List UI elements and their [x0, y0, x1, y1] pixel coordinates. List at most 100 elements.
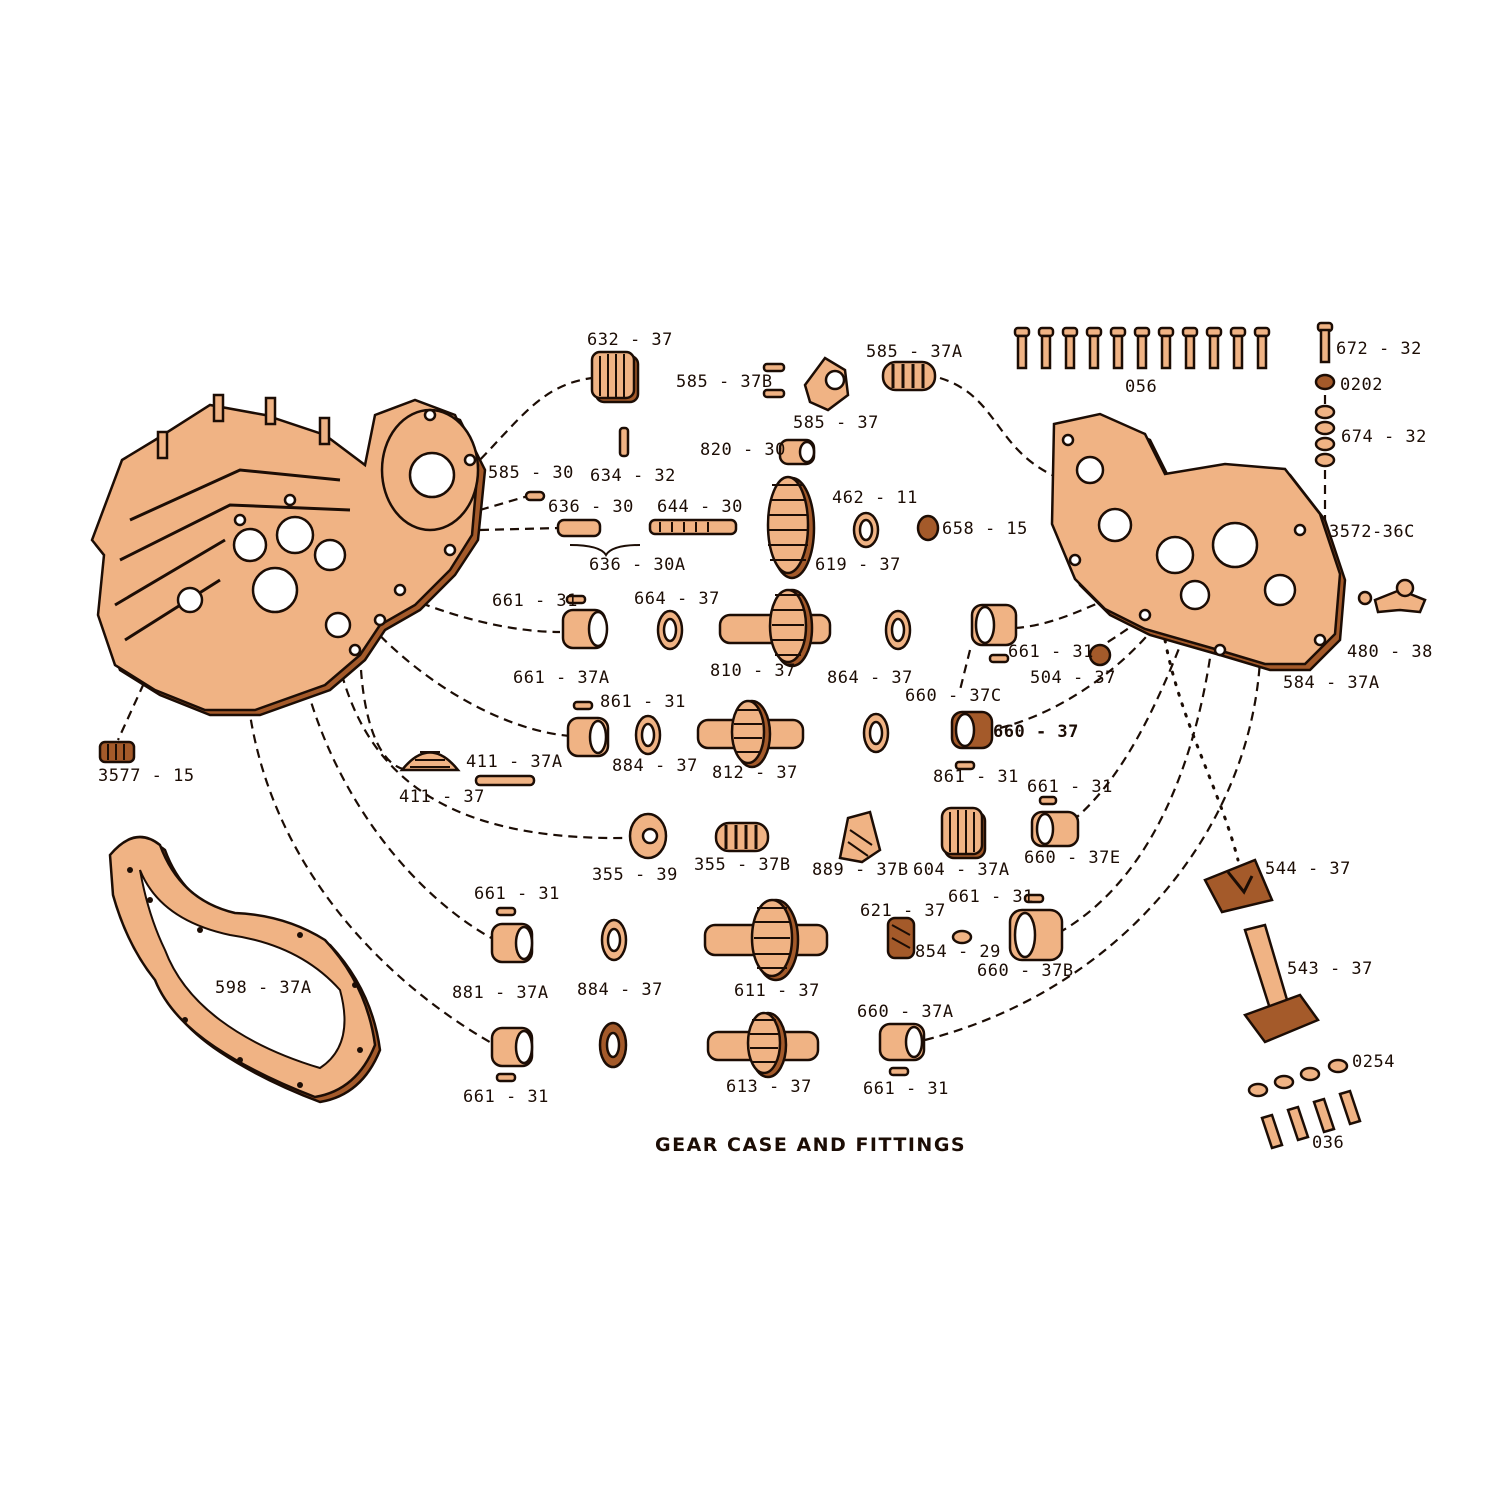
part-621-37-gear: [886, 916, 916, 960]
part-661-31-pin-c: [1038, 795, 1058, 806]
label-661-31-c: 661 - 31: [1027, 777, 1113, 797]
label-613-37: 613 - 37: [726, 1077, 812, 1097]
part-480-38-fitting: [1357, 578, 1427, 614]
label-660-37e: 660 - 37E: [1024, 848, 1121, 868]
part-658-15-nut: [916, 514, 940, 542]
label-584-37a: 584 - 37A: [1283, 673, 1380, 693]
part-585-37b-pins: [762, 362, 786, 399]
part-labels: 632 - 37 585 - 37B 585 - 37 585 - 37A 05…: [98, 330, 1433, 1153]
part-661-31-pin-d: [495, 906, 517, 917]
label-036: 036: [1312, 1133, 1344, 1153]
part-632-37-gear: [590, 350, 640, 404]
part-0254-washers: [1247, 1058, 1349, 1098]
part-636-30-shaft: [556, 518, 602, 538]
label-661-31-d: 661 - 31: [474, 884, 560, 904]
part-619-37-large-gear: [766, 475, 816, 580]
part-661-31-pin-e: [1023, 893, 1045, 904]
part-355-37b-spring: [714, 821, 770, 853]
label-644-30: 644 - 30: [657, 497, 743, 517]
part-585-30-pin: [524, 490, 546, 502]
label-632-37: 632 - 37: [587, 330, 673, 350]
label-604-37a: 604 - 37A: [913, 860, 1010, 880]
label-636-30: 636 - 30: [548, 497, 634, 517]
label-411-37a: 411 - 37A: [466, 752, 563, 772]
label-355-39: 355 - 39: [592, 865, 678, 885]
part-661-31-pin-f: [495, 1072, 517, 1083]
left-gear-case-housing: [90, 393, 487, 717]
label-411-37: 411 - 37: [399, 787, 485, 807]
part-660-37a-bushing: [878, 1022, 926, 1062]
part-604-37a-gear: [940, 806, 987, 860]
part-881-37a-bushing: [490, 922, 534, 964]
label-660-37b: 660 - 37B: [977, 961, 1074, 981]
label-504-37: 504 - 37: [1030, 668, 1116, 688]
label-881-37a: 881 - 37A: [452, 983, 549, 1003]
label-636-30a: 636 - 30A: [589, 555, 686, 575]
diagram-title: GEAR CASE AND FITTINGS: [655, 1134, 966, 1156]
part-861-31-pin-b: [954, 760, 976, 771]
part-544-37-pad: [1203, 858, 1274, 914]
label-661-31-e: 661 - 31: [948, 887, 1034, 907]
part-810-37-gear-shaft: [718, 588, 832, 668]
part-861-31-bushing: [566, 716, 610, 758]
screw-washer-stack: [1314, 321, 1336, 468]
label-664-37: 664 - 37: [634, 589, 720, 609]
part-861-31-pin: [572, 700, 594, 711]
part-661-31-pin: [565, 594, 587, 605]
part-661-31-pin-right: [988, 653, 1010, 664]
label-672-32: 672 - 32: [1336, 339, 1422, 359]
label-661-37a: 661 - 37A: [513, 668, 610, 688]
part-820-30-bushing: [778, 438, 816, 466]
part-660-37b-bushing: [1008, 908, 1064, 962]
part-504-37-plug: [1088, 643, 1112, 667]
label-543-37: 543 - 37: [1287, 959, 1373, 979]
part-411-37-cap: [399, 751, 461, 772]
part-611-37-gear-shaft: [703, 898, 829, 982]
part-3577-15-plug: [98, 740, 136, 764]
part-660-37e-bushing: [1030, 810, 1080, 848]
label-660-37: 660 - 37: [993, 722, 1079, 742]
label-585-37a: 585 - 37A: [866, 342, 963, 362]
label-660-37a: 660 - 37A: [857, 1002, 954, 1022]
part-812-37-gear-shaft: [696, 699, 805, 769]
part-411-37a-rod: [474, 774, 536, 787]
label-3577-15: 3577 - 15: [98, 766, 195, 786]
label-864-37: 864 - 37: [827, 668, 913, 688]
label-0254: 0254: [1352, 1052, 1395, 1072]
label-884-37-a: 884 - 37: [612, 756, 698, 776]
label-585-37b: 585 - 37B: [676, 372, 773, 392]
screw-row-056: [1013, 326, 1271, 370]
label-660-37c: 660 - 37C: [905, 686, 1002, 706]
part-598-37a-gasket: [108, 835, 382, 1104]
label-661-31-g: 661 - 31: [463, 1087, 549, 1107]
part-613-37-gear-shaft: [706, 1011, 820, 1079]
part-355-39-disc: [628, 812, 668, 860]
label-355-37b: 355 - 37B: [694, 855, 791, 875]
label-621-37: 621 - 37: [860, 901, 946, 921]
part-660-37-bushing: [950, 710, 994, 750]
label-861-31-b: 861 - 31: [933, 767, 1019, 787]
label-884-37-b: 884 - 37: [577, 980, 663, 1000]
label-585-37: 585 - 37: [793, 413, 879, 433]
leader-lines: [116, 376, 1390, 1046]
label-3572-36c: 3572-36C: [1329, 522, 1415, 542]
label-820-30: 820 - 30: [700, 440, 786, 460]
label-611-37: 611 - 37: [734, 981, 820, 1001]
part-036-screws: [1260, 1089, 1362, 1150]
part-660-37c-bushing: [970, 603, 1018, 647]
part-661-31-pin-g: [888, 1066, 910, 1077]
part-644-30-shaft: [648, 518, 738, 536]
label-889-37b: 889 - 37B: [812, 860, 909, 880]
part-889-37b-gear: [838, 810, 882, 864]
label-812-37: 812 - 37: [712, 763, 798, 783]
label-810-37: 810 - 37: [710, 661, 796, 681]
label-480-38: 480 - 38: [1347, 642, 1433, 662]
label-661-31-b: 661 - 31: [1008, 642, 1094, 662]
part-585-37-plate: [803, 356, 850, 412]
label-056: 056: [1125, 377, 1157, 397]
label-0202: 0202: [1340, 375, 1383, 395]
label-544-37: 544 - 37: [1265, 859, 1351, 879]
label-585-30: 585 - 30: [488, 463, 574, 483]
right-gear-case-cover: [1050, 412, 1347, 672]
